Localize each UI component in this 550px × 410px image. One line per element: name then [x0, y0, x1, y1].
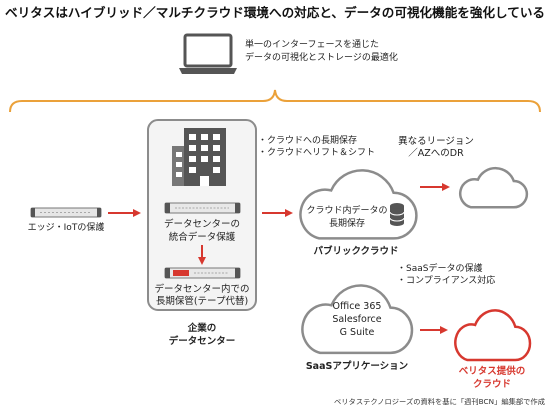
database-icon — [389, 203, 405, 226]
summary-line-1: 単一のインターフェースを通じた — [245, 38, 379, 50]
public-cloud-bullet-2: ・クラウドへリフト＆シフト — [258, 147, 375, 158]
building-icon — [172, 128, 226, 186]
veritas-cloud-caption-2: クラウド — [473, 379, 511, 390]
saas-bullet-1: ・SaaSデータの保護 — [397, 262, 482, 274]
dr-label-1: 異なるリージョン — [398, 136, 474, 147]
public-cloud-inner-label-2: 長期保存 — [329, 217, 365, 229]
archive-storage-icon — [164, 267, 241, 279]
saas-app-salesforce: Salesforce — [332, 314, 381, 325]
edge-label: エッジ・IoTの保護 — [28, 221, 105, 233]
arrow-public-to-dr-cloud — [420, 183, 450, 191]
edge-server-icon — [30, 207, 102, 218]
datacenter-caption-1: 企業の — [187, 322, 217, 334]
source-footer: ベリタステクノロジーズの資料を基に「週刊BCN」編集部で作成 — [334, 397, 545, 406]
arrow-saas-to-veritas-cloud — [420, 326, 448, 334]
saas-app-gsuite: G Suite — [340, 327, 375, 338]
summary-line-2: データの可視化とストレージの最適化 — [245, 51, 398, 63]
arrow-integrated-to-archive — [198, 245, 206, 265]
archive-label-2: 長期保管(テープ代替) — [156, 295, 248, 307]
public-cloud-caption: パブリッククラウド — [313, 245, 398, 257]
saas-app-office365: Office 365 — [333, 301, 382, 312]
public-cloud-icon — [300, 170, 416, 238]
saas-bullet-2: ・コンプライアンス対応 — [397, 274, 495, 286]
diagram-title: ベリタスはハイブリッド／マルチクラウド環境への対応と、データの可視化機能を強化し… — [5, 5, 545, 20]
datacenter-caption-2: データセンター — [169, 335, 236, 347]
arrow-datacenter-to-public-cloud — [262, 209, 293, 217]
datacenter-server-icon — [164, 202, 241, 214]
veritas-cloud-caption-1: ベリタス提供の — [459, 365, 526, 377]
saas-cloud-icon — [302, 285, 412, 352]
dr-cloud-icon — [460, 168, 527, 207]
arrow-edge-to-datacenter — [108, 209, 141, 217]
public-cloud-bullet-1: ・クラウドへの長期保存 — [258, 134, 357, 146]
dr-label-2: ／AZへのDR — [408, 148, 464, 159]
veritas-cloud-icon — [455, 310, 530, 360]
integrated-protection-label-2: 統合データ保護 — [169, 231, 236, 243]
laptop-icon — [179, 33, 237, 74]
public-cloud-inner-label-1: クラウド内データの — [306, 204, 387, 216]
saas-caption: SaaSアプリケーション — [306, 360, 408, 372]
integrated-protection-label-1: データセンターの — [164, 218, 240, 230]
scope-brace — [9, 89, 541, 113]
archive-label-1: データセンター内での — [154, 283, 249, 295]
